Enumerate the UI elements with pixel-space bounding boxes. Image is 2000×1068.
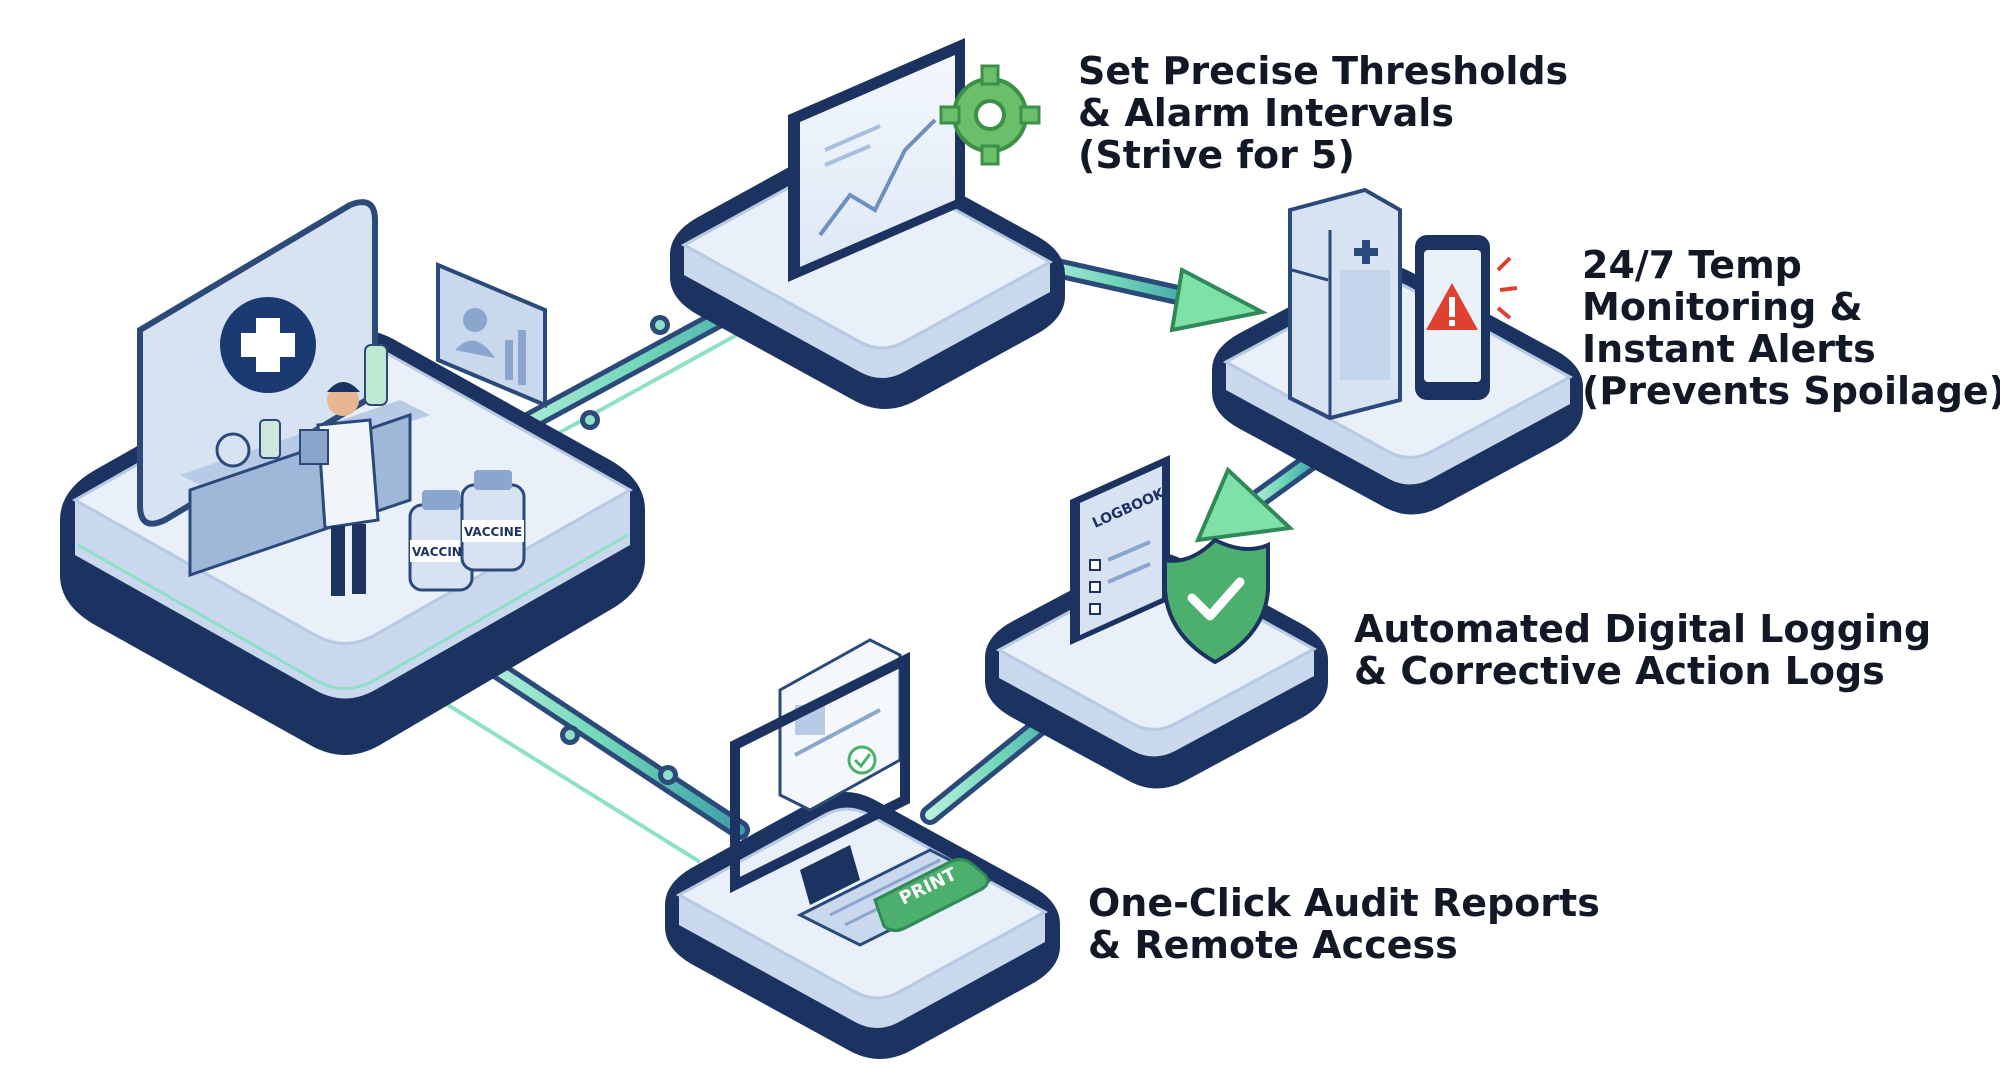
logbook: LOGBOOK [1070,455,1170,645]
checkmark-icon [847,745,877,775]
caption-audit: One-Click Audit Reports & Remote Access [1088,882,1600,966]
doctor-badge-icon [436,261,547,409]
caption-monitoring-line-1: 24/7 Temp [1582,243,1802,287]
caption-logging-line-1: Automated Digital Logging [1354,607,1932,651]
caption-monitoring-line-4: (Prevents Spoilage) [1582,369,2000,413]
tablet-chart [788,38,965,282]
flow-arrow-1 [1169,266,1268,333]
desktop-monitor [730,651,910,905]
caption-thresholds: Set Precise Thresholds & Alarm Intervals… [1078,50,1568,176]
fridge-cross-icon [1354,240,1378,264]
vial-label-1: VACCINE [412,545,470,559]
vaccine-vial-1: VACCINE [408,490,474,592]
document-sheet [778,638,902,812]
vaccine-fridge [1288,187,1402,421]
clinic-scene: VACCINE VACCINE [137,199,547,596]
caption-monitoring-line-3: Instant Alerts [1582,327,1876,371]
doctor-figure [299,382,380,596]
flow-arrow-2 [1194,466,1295,543]
vaccine-vial-2: VACCINE [460,470,526,572]
caption-monitoring: 24/7 Temp Monitoring & Instant Alerts (P… [1582,244,2000,412]
caption-monitoring-line-2: Monitoring & [1582,285,1863,329]
caption-thresholds-line-1: Set Precise Thresholds [1078,49,1569,93]
smartphone [1415,235,1518,400]
caption-logging: Automated Digital Logging & Corrective A… [1354,608,1931,692]
caption-thresholds-line-2: & Alarm Intervals [1078,91,1454,135]
caption-thresholds-line-3: (Strive for 5) [1078,133,1355,177]
vial-label-2: VACCINE [464,525,522,539]
caption-audit-line-1: One-Click Audit Reports [1088,881,1600,925]
shield-check-icon [1163,537,1270,665]
caption-audit-line-2: & Remote Access [1088,923,1458,967]
gear-icon [939,64,1041,166]
connector-monitoring-to-logging [1194,448,1325,543]
caption-logging-line-2: & Corrective Action Logs [1354,649,1885,693]
connector-clinic-to-audit [438,645,750,864]
platform-thresholds [670,142,1065,409]
warning-triangle-icon [1426,283,1478,330]
medical-cross-icon [220,297,316,393]
